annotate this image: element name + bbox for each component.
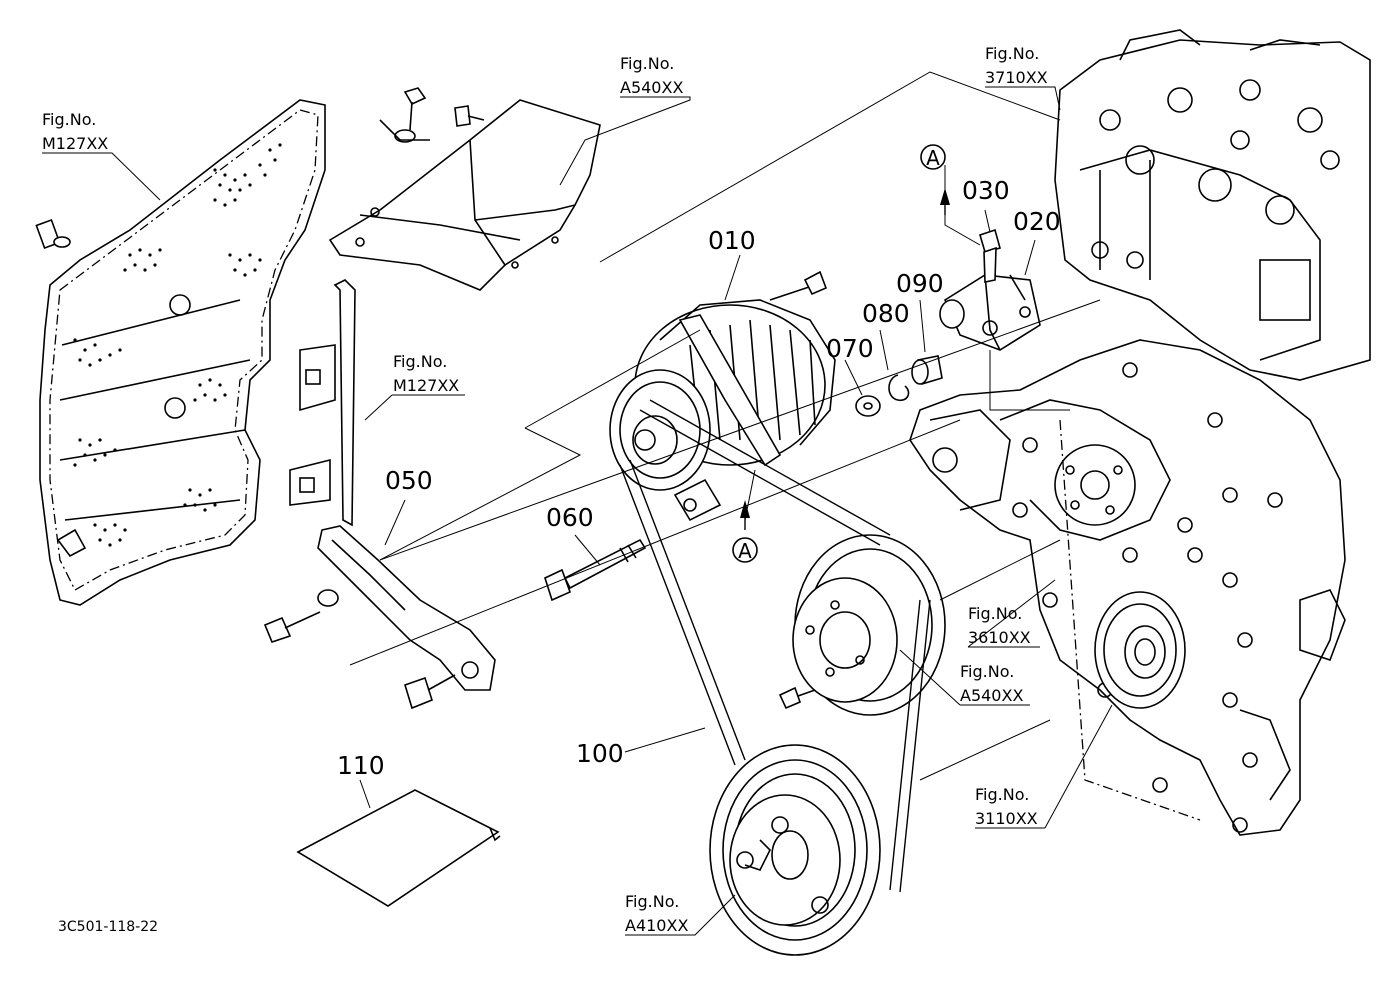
- fig-ref-code: M127XX: [393, 376, 459, 395]
- fig-ref-label: Fig.No.: [620, 54, 674, 73]
- fig-ref-m127-mid: Fig.No. M127XX: [393, 352, 459, 395]
- label-part-030: 030: [962, 176, 1010, 205]
- marker-a-bottom: A: [738, 539, 752, 563]
- drawing-code: 3C501-118-22: [58, 919, 158, 935]
- marker-a-bottom-circle: [732, 537, 758, 563]
- label-part-080: 080: [862, 299, 910, 328]
- fig-ref-label: Fig.No.: [393, 352, 447, 371]
- label-part-060: 060: [546, 503, 594, 532]
- fig-ref-label: Fig.No.: [975, 785, 1029, 804]
- document-110: [296, 789, 501, 907]
- fig-ref-code: 3110XX: [975, 809, 1038, 828]
- fig-ref-label: Fig.No.: [985, 44, 1039, 63]
- fig-ref-label: Fig.No.: [625, 892, 679, 911]
- v-belt-100: [619, 399, 931, 893]
- adjusting-plate-050: [263, 525, 496, 710]
- fig-ref-3610: Fig.No. 3610XX: [968, 604, 1031, 647]
- perforation-pattern: [73, 143, 282, 547]
- label-part-050: 050: [385, 466, 433, 495]
- leader-lines: [42, 86, 1113, 936]
- fig-ref-3110: Fig.No. 3110XX: [975, 785, 1038, 828]
- belt-cover: [35, 99, 326, 606]
- fig-ref-3710: Fig.No. 3710XX: [985, 44, 1048, 87]
- reference-lines: [349, 71, 1101, 781]
- fig-ref-label: Fig.No.: [960, 662, 1014, 681]
- label-part-090: 090: [896, 269, 944, 298]
- long-bolt-060: [544, 538, 647, 602]
- fig-ref-code: A410XX: [625, 916, 688, 935]
- collar-090: [911, 355, 943, 386]
- lock-washer-080: [888, 374, 910, 402]
- label-part-010: 010: [708, 226, 756, 255]
- fig-ref-a540-mid: Fig.No. A540XX: [960, 662, 1023, 705]
- label-part-020: 020: [1013, 207, 1061, 236]
- marker-a-top: A: [926, 146, 940, 170]
- washer-070: [855, 395, 881, 417]
- fig-ref-code: M127XX: [42, 134, 108, 153]
- alternator-010: [609, 270, 836, 522]
- fig-ref-code: 3610XX: [968, 628, 1031, 647]
- fig-ref-code: A540XX: [620, 78, 683, 97]
- fig-ref-label: Fig.No.: [42, 110, 96, 129]
- engine-block: [909, 29, 1371, 836]
- label-part-110: 110: [337, 751, 385, 780]
- crank-pulley: [709, 744, 881, 956]
- fig-ref-a410: Fig.No. A410XX: [625, 892, 688, 935]
- label-part-070: 070: [826, 334, 874, 363]
- label-part-100: 100: [576, 739, 624, 768]
- fig-ref-label: Fig.No.: [968, 604, 1022, 623]
- fig-ref-code: A540XX: [960, 686, 1023, 705]
- upper-bracket: [289, 87, 601, 527]
- fig-ref-code: 3710XX: [985, 68, 1048, 87]
- marker-a-top-circle: [920, 144, 946, 170]
- stay-020: [939, 228, 1041, 351]
- fig-ref-m127-top: Fig.No. M127XX: [42, 110, 108, 153]
- arrow-a-bottom: [740, 500, 750, 530]
- fan-pulley: [778, 534, 946, 716]
- fig-ref-a540-top: Fig.No. A540XX: [620, 54, 683, 97]
- arrow-a-top: [940, 188, 950, 215]
